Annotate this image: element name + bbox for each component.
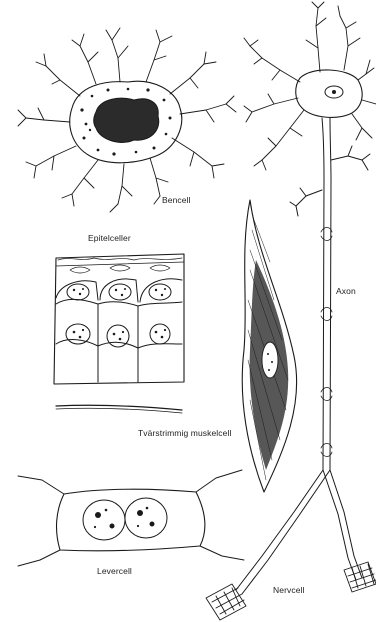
- epithelial-nuclei: [66, 284, 171, 347]
- motor-end-plate-right: [344, 562, 376, 592]
- liver-cell: [18, 470, 244, 566]
- motor-end-plate-left: [206, 584, 246, 620]
- label-epithelial-cells: Epitelceller: [88, 233, 131, 243]
- epithelial-chromatin: [73, 288, 166, 340]
- label-nerve-cell: Nervcell: [273, 585, 305, 595]
- label-bone-cell: Bencell: [162, 195, 191, 205]
- nerve-cell-dendrites: [244, 2, 376, 170]
- muscle-cell: [242, 200, 296, 492]
- bone-cell: [18, 28, 236, 212]
- label-muscle-cell: Tvärstrimmig muskelcell: [138, 428, 231, 438]
- label-axon: Axon: [336, 286, 356, 296]
- nerve-cell: [206, 2, 376, 620]
- epithelial-cells: [54, 254, 184, 413]
- label-liver-cell: Levercell: [97, 566, 132, 576]
